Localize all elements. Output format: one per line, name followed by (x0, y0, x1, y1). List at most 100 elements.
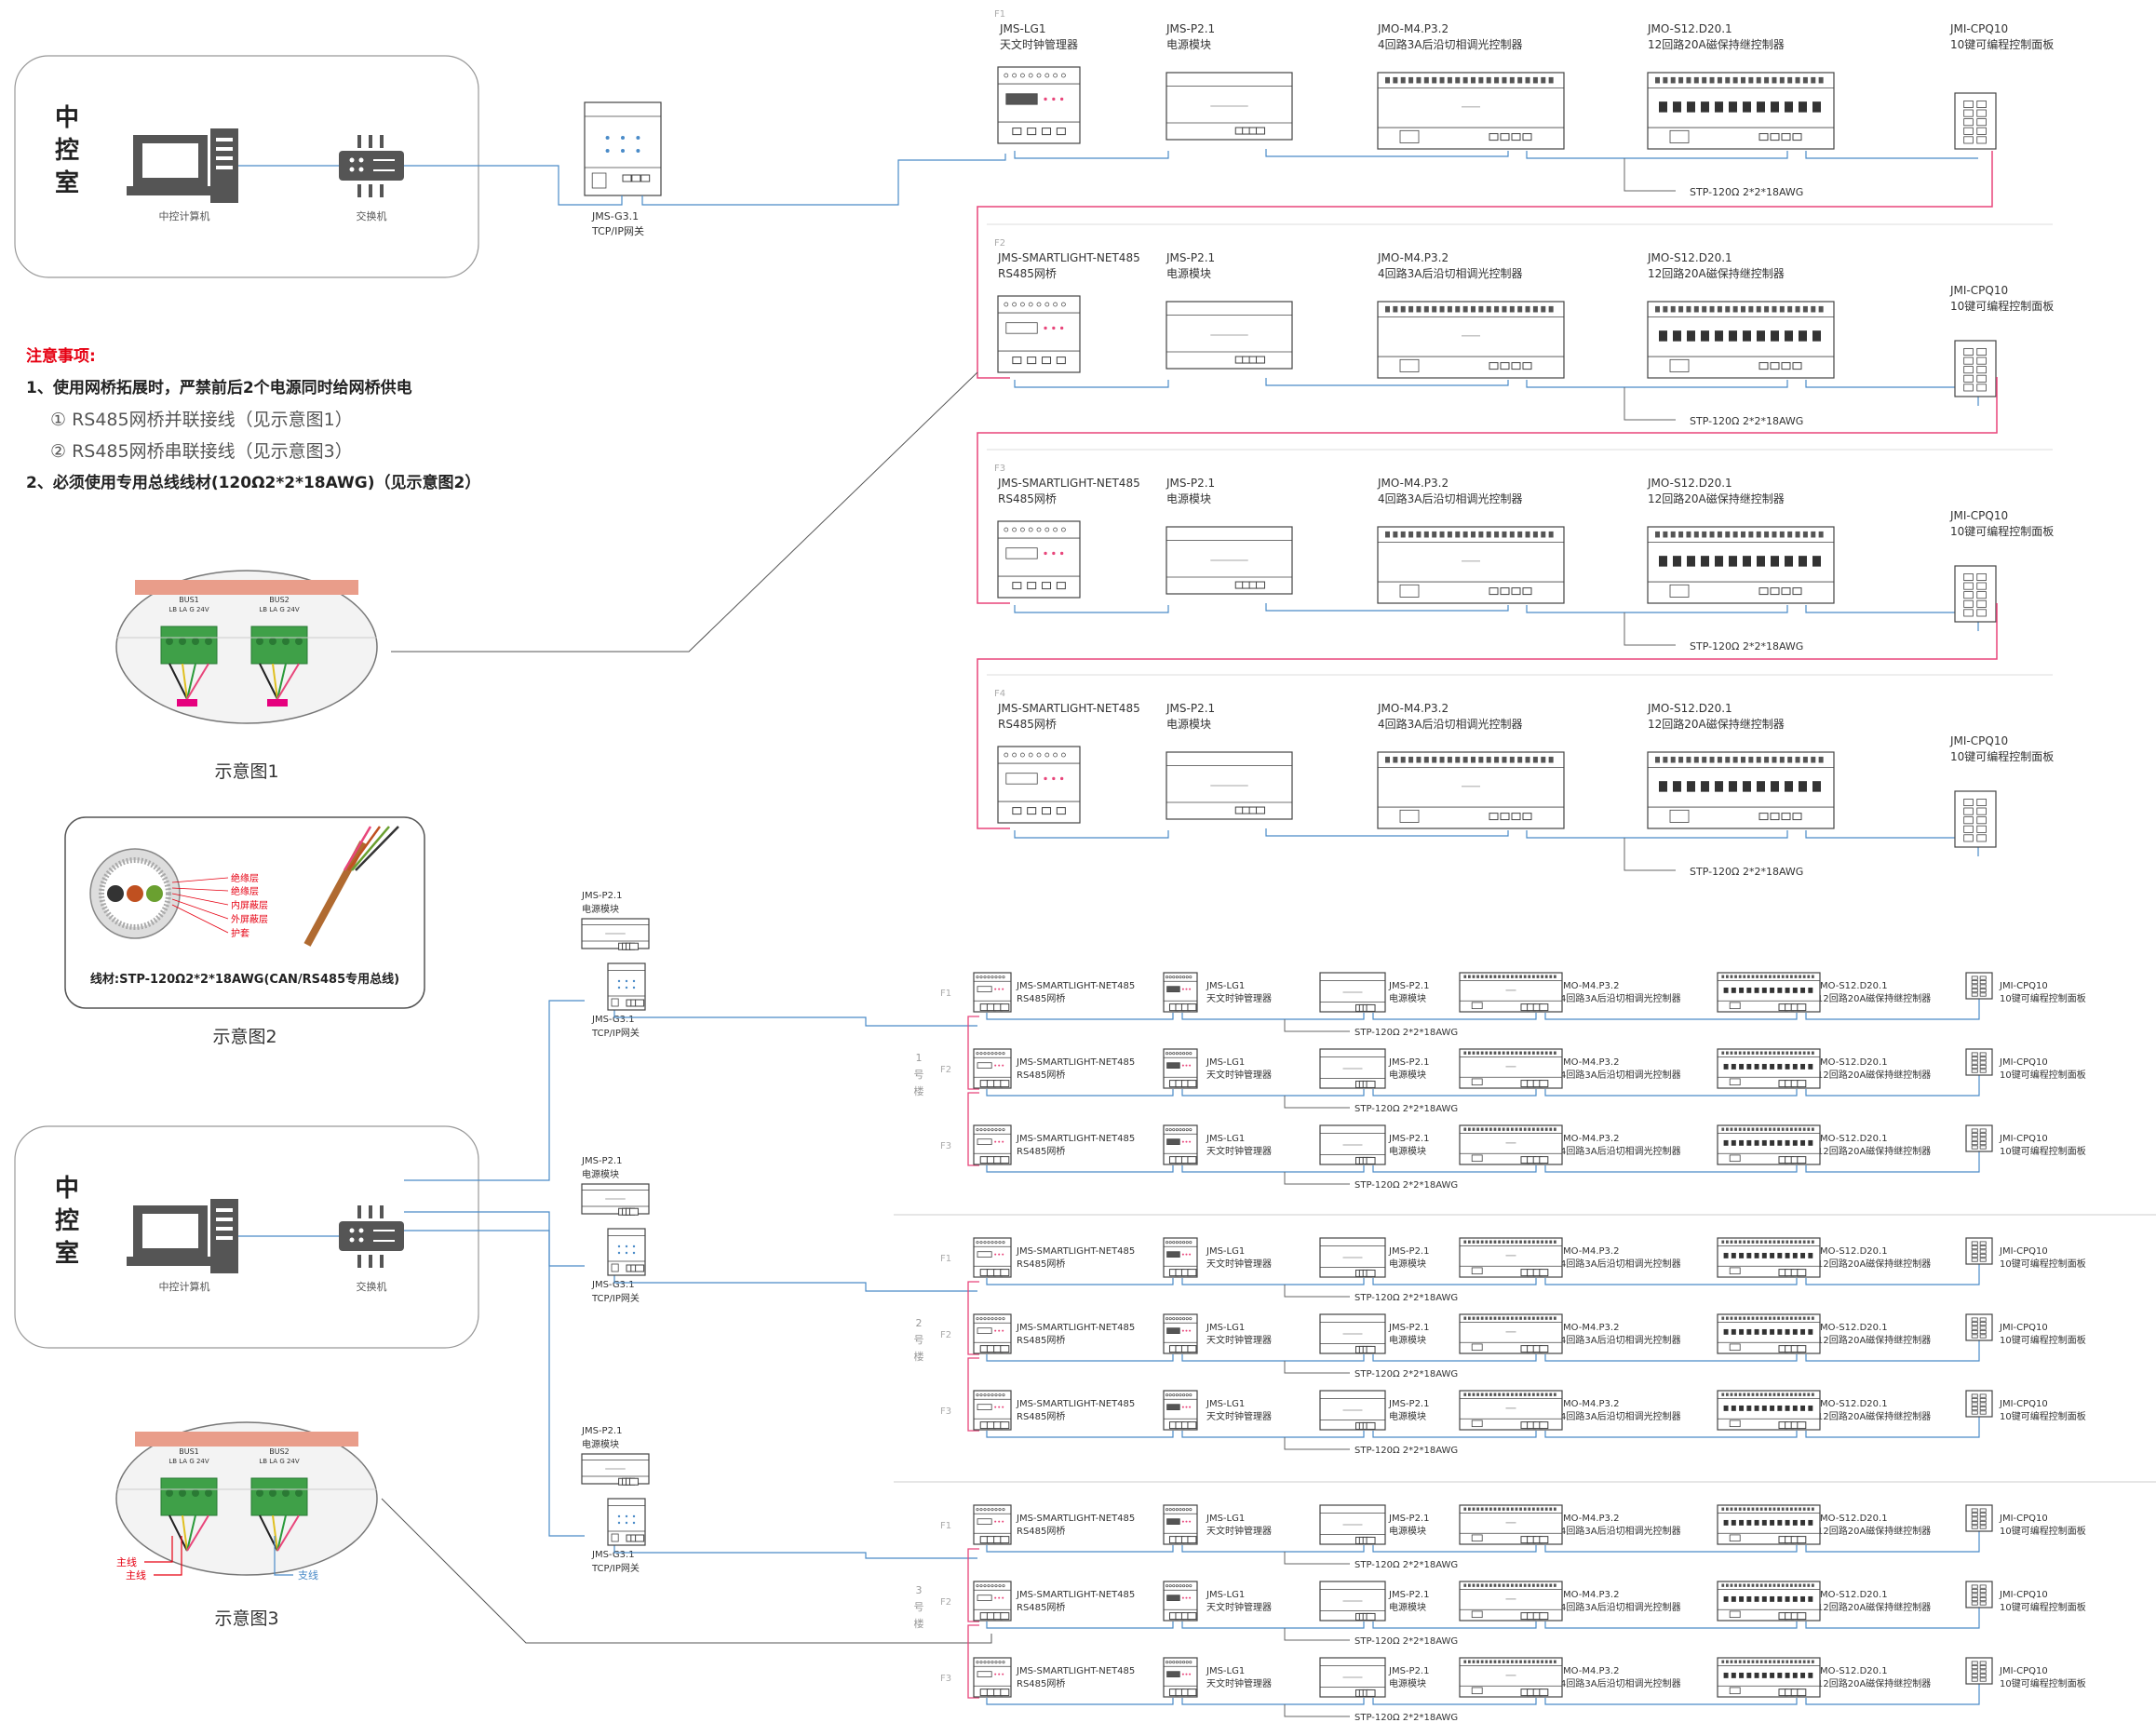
device-desc: 天文时钟管理器 (1000, 37, 1078, 51)
bld-device-panel (1965, 1048, 1993, 1076)
panel-key (1971, 1513, 1978, 1517)
bld-device-model: JMO-M4.P3.2 (1559, 1590, 1619, 1600)
screw-terminal (1515, 1051, 1518, 1055)
screw (1019, 73, 1025, 78)
terminal-block (1539, 1421, 1549, 1430)
status-led (1060, 97, 1064, 101)
screw-terminal (1554, 1051, 1556, 1055)
screw-terminal (1549, 1660, 1553, 1663)
screw-terminal (1670, 531, 1676, 538)
green-terminal (160, 626, 218, 665)
screw-terminal (1544, 1051, 1548, 1055)
screw (990, 1661, 994, 1664)
device-model: JMI-CPQ10 (1949, 22, 2008, 35)
screw (990, 976, 994, 979)
bld-device-model: JMS-LG1 (1206, 1590, 1245, 1600)
panel-key (1979, 988, 1987, 993)
relay-switch (1770, 1252, 1775, 1258)
screw-terminal (1693, 756, 1699, 763)
screw-terminal (1779, 531, 1785, 538)
bld-device-clock (1163, 1313, 1198, 1354)
bus-link (1805, 830, 1979, 856)
panel-key (1963, 101, 1974, 109)
link-switch-gateway (404, 165, 623, 206)
screw-terminal (1498, 1316, 1501, 1320)
relay-switch (1739, 1252, 1745, 1258)
terminal-block (1000, 1536, 1010, 1544)
screw (1053, 752, 1058, 758)
terminal-block (1522, 813, 1532, 821)
bld-device-desc: 10键可编程控制面板 (2000, 992, 2086, 1004)
device-panel (1954, 790, 1997, 848)
screw-terminal (1447, 531, 1452, 538)
screw (976, 1508, 979, 1512)
screw-terminal (1523, 1127, 1527, 1131)
screw-terminal (1794, 1127, 1798, 1131)
screw (1185, 1584, 1189, 1588)
relay-switch (1777, 1139, 1783, 1146)
screw-terminal (1509, 76, 1515, 84)
screw-terminal (1439, 756, 1445, 763)
screw-terminal (1439, 305, 1445, 313)
terminal-block (1012, 357, 1022, 365)
screw-terminal (1536, 1127, 1540, 1131)
bld-cable-label: STP-120Ω 2*2*18AWG (1354, 1180, 1458, 1191)
bld-gateway-desc: TCP/IP网关 (591, 1027, 640, 1039)
screw-terminal (1812, 1316, 1814, 1320)
panel-key (1976, 127, 1987, 135)
screw-terminal (1717, 76, 1722, 84)
terminal-block (1539, 1156, 1549, 1164)
bld-floor-tag: F2 (940, 1065, 951, 1075)
relay-switch (1731, 1063, 1736, 1070)
screw-terminal (1472, 1393, 1476, 1396)
terminal-block (1758, 813, 1769, 821)
screw (976, 1052, 979, 1056)
panel-key (1979, 1334, 1987, 1339)
bld-device-model: JMS-P2.1 (1388, 1323, 1429, 1333)
terminal-block (1000, 1689, 1010, 1697)
screw-terminal (1756, 1393, 1758, 1396)
screw-terminal (1509, 305, 1515, 313)
floor-F1: F1JMS-LG1天文时钟管理器JMS-P2.1电源模块JMO-M4.P3.24… (994, 9, 2054, 198)
screw-terminal (1743, 1660, 1746, 1663)
relay-switch (1785, 1252, 1790, 1258)
screw-terminal (1532, 1393, 1535, 1396)
screw-terminal (1811, 756, 1816, 763)
status-led (1189, 1673, 1192, 1675)
screw (1189, 1393, 1193, 1397)
screw-terminal (1721, 1393, 1725, 1396)
screw (998, 1052, 1002, 1056)
screw-terminal (1777, 1051, 1780, 1055)
screw-terminal (1777, 1393, 1780, 1396)
screw (979, 1317, 983, 1321)
cable-callout (1624, 387, 1676, 421)
screw-terminal (1769, 1393, 1772, 1396)
screw (998, 1661, 1002, 1664)
panel-key (1979, 1064, 1987, 1070)
bld-device-model: JMS-P2.1 (1388, 1057, 1429, 1068)
screw-terminal (1785, 975, 1789, 978)
screw-terminal (1772, 1583, 1776, 1587)
screw-terminal (1702, 531, 1707, 538)
relay-switch (1739, 1672, 1745, 1678)
device-port (1729, 1343, 1741, 1352)
screw-terminal (1741, 756, 1745, 763)
terminal-block (1511, 362, 1521, 370)
panel-key (1979, 992, 1987, 997)
screw-terminal (1812, 1240, 1814, 1244)
relay-switch (1792, 1595, 1798, 1602)
switch-body (339, 151, 404, 181)
screw-terminal (1536, 1507, 1540, 1511)
panel-key (1979, 1140, 1987, 1146)
panel-key (1976, 609, 1987, 617)
gateway-led (632, 1514, 636, 1518)
screw-terminal (1772, 76, 1777, 84)
link-switch-bld-gateway (404, 1230, 585, 1537)
terminal-block (1758, 133, 1769, 141)
status-led (994, 1596, 997, 1599)
screw-terminal (1748, 756, 1754, 763)
status-led (1060, 776, 1064, 781)
bld-floor-tag: F1 (940, 1521, 951, 1531)
screw (994, 1128, 998, 1132)
